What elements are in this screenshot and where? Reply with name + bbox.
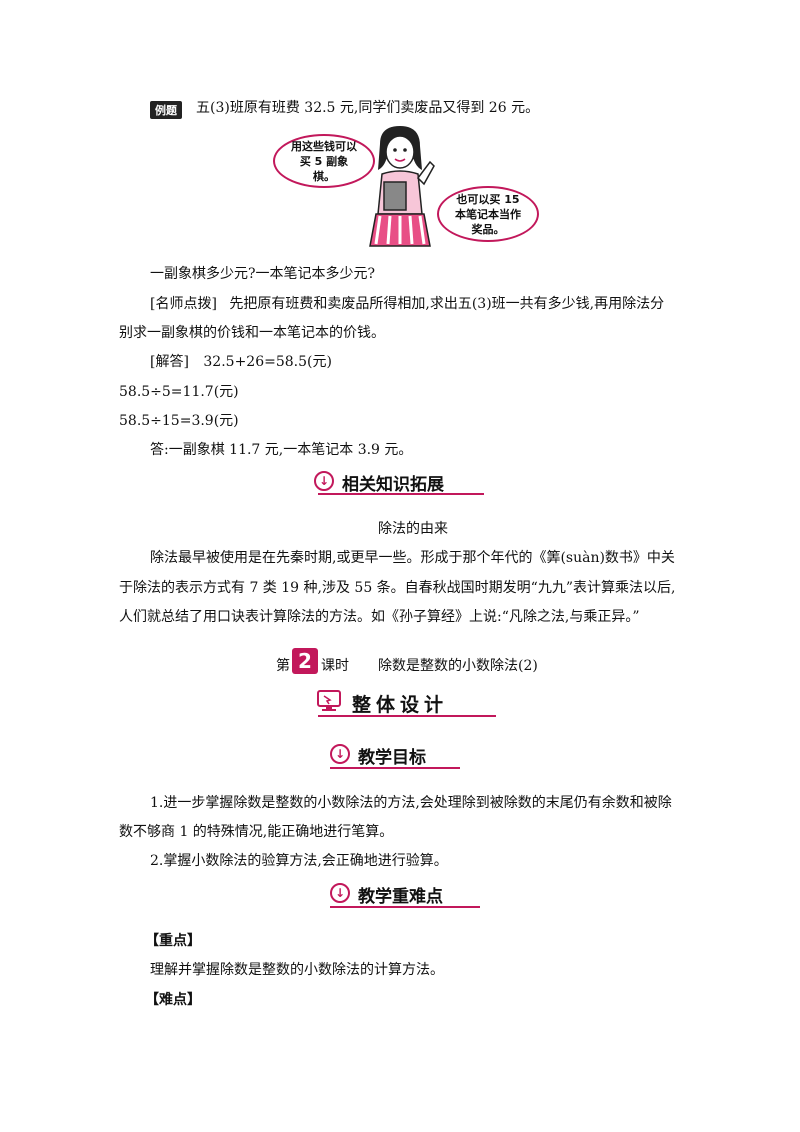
- answer-line-2: 58.5÷5=11.7(元): [119, 384, 239, 400]
- example-tag: 例题: [150, 101, 182, 119]
- lesson-title: 除数是整数的小数除法(2): [378, 658, 538, 674]
- goal-1-line-2: 数不够商 1 的特殊情况,能正确地进行笔算。: [119, 824, 394, 840]
- speech-bubble-left: 用这些钱可以买 5 副象棋。: [273, 134, 375, 188]
- tip-line-2: 别求一副象棋的价钱和一本笔记本的价钱。: [119, 325, 385, 341]
- tip-line-1: [名师点拨] 先把原有班费和卖废品所得相加,求出五(3)班一共有多少钱,再用除法…: [150, 294, 664, 314]
- monitor-icon: [317, 690, 341, 711]
- lesson-suffix: 课时: [321, 658, 349, 674]
- example-problem: 五(3)班原有班费 32.5 元,同学们卖废品又得到 26 元。: [196, 100, 540, 116]
- key-label: 【重点】: [145, 933, 201, 949]
- speech-bubble-left-text: 用这些钱可以买 5 副象棋。: [291, 139, 357, 183]
- extension-paragraph-line-3: 人们就总结了用口诀表计算除法的方法。如《孙子算经》上说:“凡除之法,与乘正异。”: [119, 609, 640, 625]
- tip-label: [名师点拨]: [150, 296, 217, 312]
- extension-heading: 相关知识拓展: [342, 475, 444, 495]
- design-underline: [318, 715, 496, 717]
- speech-bubble-right: 也可以买 15 本笔记本当作奖品。: [437, 186, 539, 242]
- extension-paragraph-line-2: 于除法的表示方式有 7 类 19 种,涉及 55 条。自春秋战国时期发明“九九”…: [119, 580, 676, 596]
- arrow-down-icon: ↓: [330, 883, 350, 903]
- goal-1-line-1: 1.进一步掌握除数是整数的小数除法的方法,会处理除到被除数的末尾仍有余数和被除: [150, 795, 672, 811]
- answer-final: 答:一副象棋 11.7 元,一本笔记本 3.9 元。: [150, 442, 413, 458]
- lesson-prefix: 第: [276, 658, 290, 674]
- answer-line-1: [解答] 32.5+26=58.5(元): [150, 352, 332, 372]
- extension-underline: [318, 493, 484, 495]
- goals-heading: 教学目标: [358, 748, 426, 768]
- lesson-number-badge: 2: [292, 648, 318, 674]
- arrow-down-icon: ↓: [330, 744, 350, 764]
- hard-label: 【难点】: [145, 992, 201, 1008]
- example-question: 一副象棋多少元?一本笔记本多少元?: [150, 266, 376, 282]
- answer-label: [解答]: [150, 354, 189, 370]
- key-points-heading: 教学重难点: [358, 887, 443, 907]
- speech-bubble-right-text: 也可以买 15 本笔记本当作奖品。: [455, 192, 521, 236]
- girl-illustration: [369, 126, 435, 247]
- extension-paragraph-line-1: 除法最早被使用是在先秦时期,或更早一些。形成于那个年代的《筭(suàn)数书》中…: [150, 550, 675, 566]
- goals-underline: [330, 767, 460, 769]
- extension-title: 除法的由来: [378, 521, 448, 537]
- answer-line-3: 58.5÷15=3.9(元): [119, 413, 239, 429]
- arrow-down-icon: ↓: [314, 471, 334, 491]
- key-text: 理解并掌握除数是整数的小数除法的计算方法。: [150, 962, 444, 978]
- design-heading: 整体设计: [352, 694, 449, 716]
- key-points-underline: [330, 906, 480, 908]
- answer-text-1: 32.5+26=58.5(元): [203, 354, 332, 370]
- tip-text-1: 先把原有班费和卖废品所得相加,求出五(3)班一共有多少钱,再用除法分: [229, 296, 665, 312]
- goal-2: 2.掌握小数除法的验算方法,会正确地进行验算。: [150, 853, 448, 869]
